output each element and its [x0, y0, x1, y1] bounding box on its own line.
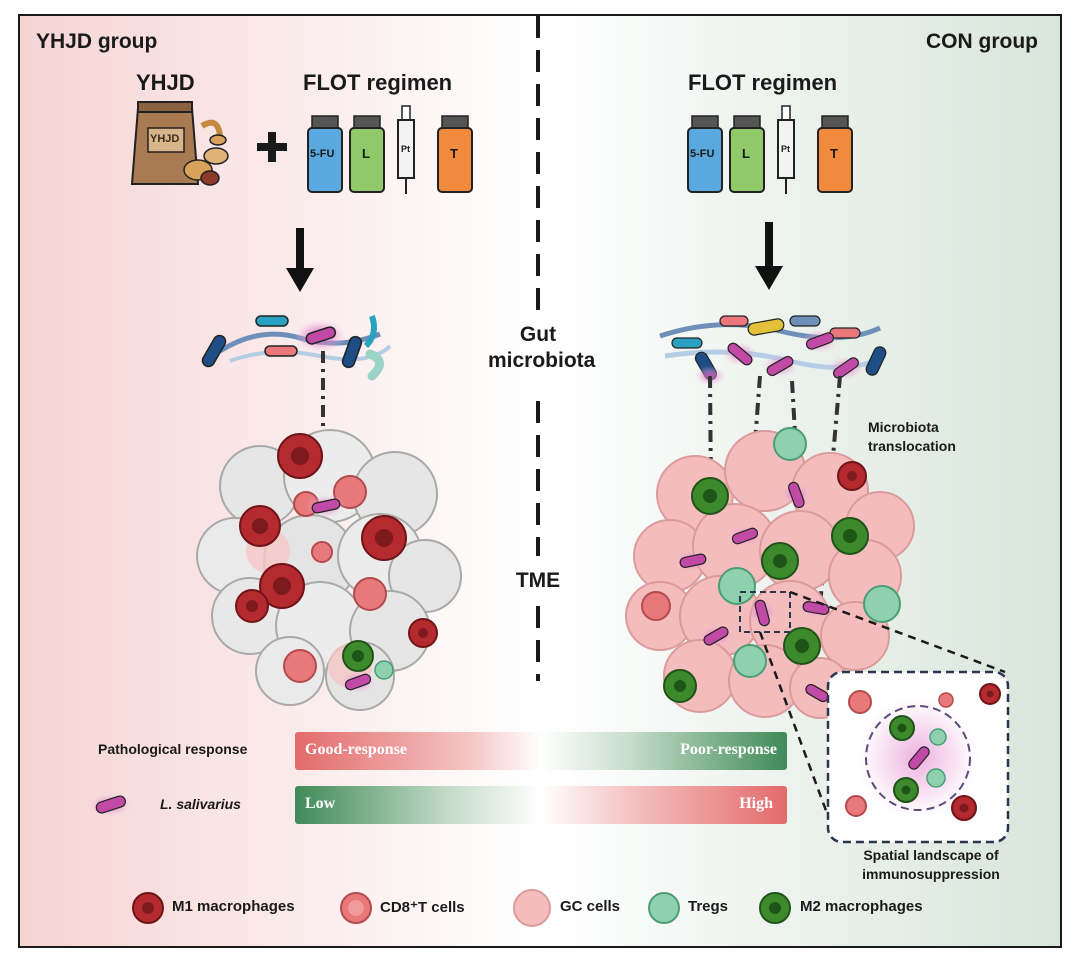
- tme-label: TME: [515, 569, 561, 592]
- legend-cd8-label: CD8⁺T cells: [380, 899, 465, 916]
- zoom-region-box: [739, 591, 791, 633]
- legend-gc-label: GC cells: [560, 898, 621, 915]
- gut-microbiota-label-line1: Gut: [519, 323, 557, 346]
- herbal-bag-icon: [130, 101, 229, 186]
- flot-regimen-label-left: FLOT regimen: [303, 70, 453, 95]
- poor-response-text: Poor-response: [680, 741, 777, 758]
- flot-vials-left-icon: [307, 105, 473, 194]
- good-response-text: Good-response: [305, 741, 407, 758]
- yhjd-label: YHJD: [136, 70, 195, 95]
- m1-macrophage-icon: [132, 892, 164, 924]
- gc-cell-icon: [513, 889, 551, 927]
- con-group-title: CON group: [926, 30, 1038, 53]
- legend-treg-label: Tregs: [688, 898, 729, 915]
- l-salivarius-icon: [88, 793, 132, 817]
- vial-l-right: L: [742, 146, 750, 161]
- microbiota-translocation-label: Microbiota translocation: [868, 418, 956, 456]
- inset-caption: Spatial landscape of immunosuppression: [836, 846, 1026, 884]
- vial-5fu-right: 5-FU: [690, 148, 715, 160]
- bag-label: YHJD: [150, 133, 180, 145]
- l-salivarius-label: L. salivarius: [160, 796, 241, 812]
- tme-left-cluster: [196, 429, 462, 711]
- figure-frame: YHJD group CON group YHJD FLOT regimen F…: [18, 14, 1062, 948]
- vial-t-right: T: [830, 146, 838, 161]
- gut-microbiota-right-cluster: [659, 315, 887, 386]
- high-text: High: [739, 795, 773, 812]
- cd8-t-cell-icon: [340, 892, 372, 924]
- gut-microbiota-label-line2: microbiota: [488, 349, 596, 372]
- vial-5fu-left: 5-FU: [310, 148, 335, 160]
- vial-pt-right: Pt: [781, 144, 790, 154]
- m2-macrophage-icon: [759, 892, 791, 924]
- flot-regimen-label-right: FLOT regimen: [688, 70, 838, 95]
- vial-pt-left: Pt: [401, 144, 410, 154]
- inset-caption-line1: Spatial landscape of: [863, 847, 999, 863]
- inset-caption-line2: immunosuppression: [862, 866, 1000, 882]
- pathological-response-label: Pathological response: [98, 741, 248, 757]
- translocation-label-line2: translocation: [868, 438, 956, 454]
- diagram-artwork: [88, 16, 1010, 927]
- yhjd-group-title: YHJD group: [36, 30, 158, 53]
- legend-m1-label: M1 macrophages: [172, 898, 295, 915]
- l-salivarius-bar: Low High: [295, 786, 787, 824]
- immunosuppression-inset: [826, 670, 1010, 844]
- pathological-response-bar: Good-response Poor-response: [295, 732, 787, 770]
- gut-microbiota-label: Gut microbiota: [488, 322, 596, 374]
- gut-microbiota-left-cluster: [201, 315, 392, 381]
- down-arrow-left-icon: [286, 228, 314, 292]
- legend-m2-label: M2 macrophages: [800, 898, 923, 915]
- vial-t-left: T: [450, 146, 458, 161]
- low-text: Low: [305, 795, 336, 812]
- plus-icon: [257, 132, 287, 162]
- vial-l-left: L: [362, 146, 370, 161]
- treg-icon: [648, 892, 680, 924]
- down-arrow-right-icon: [755, 222, 783, 290]
- flot-vials-right-icon: [687, 105, 853, 194]
- translocation-label-line1: Microbiota: [868, 419, 939, 435]
